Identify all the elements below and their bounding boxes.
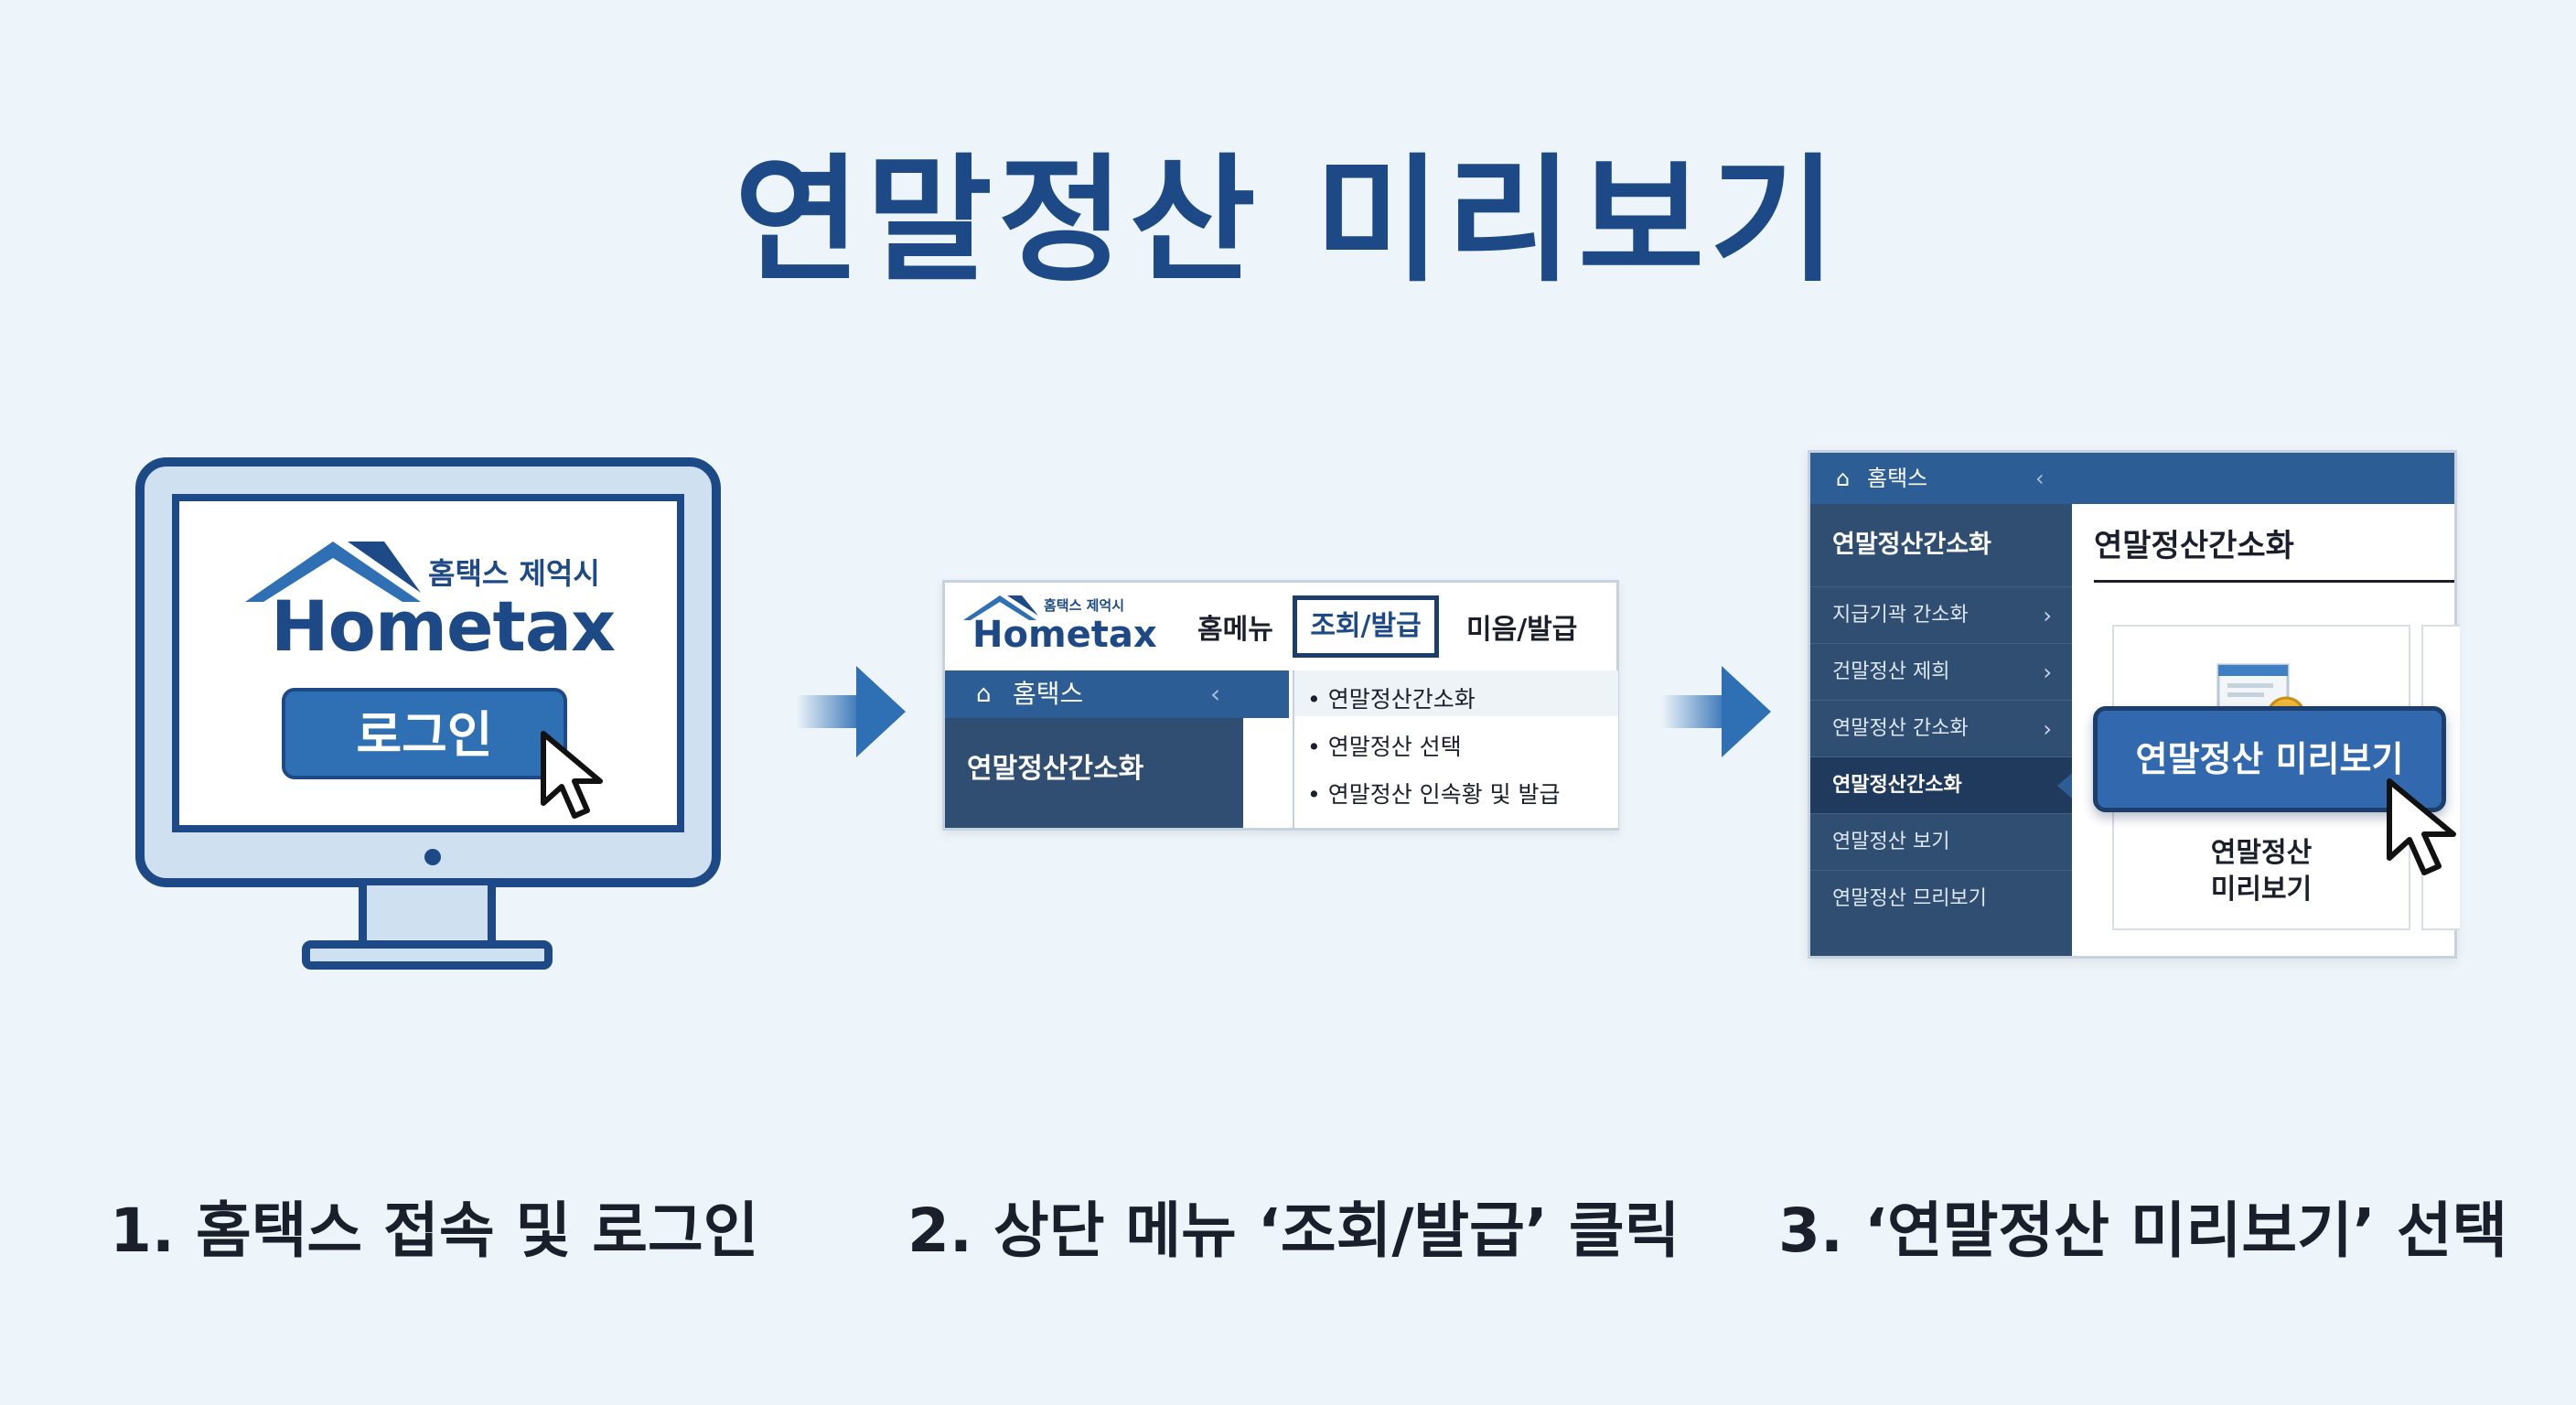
sidebar-home[interactable]: ⌂ 홈택스 ‹ <box>1810 453 2072 504</box>
chevron-right-icon: › <box>2043 716 2052 742</box>
page-title: 연말정산 미리보기 <box>734 142 1842 301</box>
dropdown-item[interactable]: • 연말정산 선택 <box>1307 734 1462 760</box>
sidebar-home[interactable]: ⌂ 홈택스 ‹ <box>945 670 1243 718</box>
sidebar-section[interactable]: 연말정산간소화 <box>1810 504 2072 586</box>
sidebar-home-label: 홈택스 <box>1867 466 1928 491</box>
menu-inquiry-issue[interactable]: 조회/발급 <box>1293 595 1439 658</box>
sidebar-item[interactable]: 연말정산 간소화 › <box>1810 700 2072 757</box>
sidebar-section-label: 연말정산간소화 <box>967 753 1144 785</box>
home-icon: ⌂ <box>976 681 992 708</box>
hometax-logo: Hometax <box>271 585 616 667</box>
sidebar <box>1810 453 2072 956</box>
step1-caption: 1. 홈택스 접속 및 로그인 <box>110 1196 759 1266</box>
hometax-logo-subtitle: 홈택스 제억시 <box>1044 597 1125 614</box>
section-heading: 연말정산간소화 <box>2094 520 2454 583</box>
step3-panel: ⌂ 홈택스 ‹ 연말정산간소화 지급기곽 간소화 › 건말정산 제희 › 연말정… <box>1808 450 2460 959</box>
preview-card-label: 연말정산 미리보기 <box>2210 837 2313 906</box>
hometax-logo-subtitle: 홈택스 제억시 <box>428 556 600 591</box>
chevron-right-icon: › <box>2043 603 2052 628</box>
sidebar-item[interactable]: 건말정산 제희 › <box>1810 643 2072 701</box>
arrow-right-icon <box>796 666 906 757</box>
sidebar-home-label: 홈택스 <box>1013 679 1084 709</box>
monitor-stand-neck <box>359 885 496 942</box>
menu-home[interactable]: 홈메뉴 <box>1197 614 1273 646</box>
hometax-roof-icon <box>963 595 1038 620</box>
sidebar-item-active[interactable]: 연말정산간소화 <box>1810 756 2072 814</box>
dropdown-item[interactable]: • 연말정산 인속황 및 발급 <box>1307 781 1561 808</box>
menu-item-3[interactable]: 미음/발급 <box>1466 614 1578 646</box>
monitor-stand-base <box>302 940 553 970</box>
step2-menu-panel: 홈택스 제억시 Hometax 홈메뉴 조회/발급 미음/발급 ⌂ 홈택스 ‹ … <box>942 580 1619 831</box>
login-button[interactable]: 로그인 <box>282 688 567 779</box>
monitor-frame <box>135 457 721 887</box>
active-indicator-icon <box>2057 773 2072 799</box>
sidebar-item[interactable]: 연말정산 보기 <box>1810 813 2072 871</box>
sidebar-section[interactable]: 연말정산간소화 <box>945 718 1243 828</box>
chevron-left-icon: ‹ <box>2035 466 2045 491</box>
dropdown-menu: • 연말정산간소화 • 연말정산 선택 • 연말정산 인속황 및 발급 <box>1293 670 1618 828</box>
sidebar-item[interactable]: 연말정산 므리보기 <box>1810 870 2072 928</box>
chevron-right-icon: › <box>2043 660 2052 685</box>
sidebar-item[interactable]: 지급기곽 간소화 › <box>1810 586 2072 644</box>
step3-caption: 3. ‘연말정산 미리보기’ 선택 <box>1778 1196 2508 1266</box>
hometax-roof-icon <box>245 542 421 602</box>
chevron-left-icon: ‹ <box>1210 679 1221 709</box>
dropdown-item[interactable]: • 연말정산간소화 <box>1307 686 1476 713</box>
mouse-cursor-icon <box>541 731 603 819</box>
monitor-power-dot <box>424 849 441 865</box>
sidebar-strip <box>1243 670 1289 718</box>
dropdown-item-highlight <box>1294 670 1618 716</box>
mouse-cursor-icon <box>2387 778 2456 875</box>
arrow-right-icon <box>1661 666 1771 757</box>
sidebar-section-label: 연말정산간소화 <box>1832 531 1991 559</box>
home-icon: ⌂ <box>1836 466 1851 491</box>
top-nav-bar: 홈택스 제억시 Hometax 홈메뉴 조회/발급 미음/발급 <box>945 583 1616 670</box>
step2-caption: 2. 상단 메뉴 ‘조회/발급’ 클릭 <box>907 1196 1680 1266</box>
hometax-logo[interactable]: Hometax <box>972 614 1157 656</box>
